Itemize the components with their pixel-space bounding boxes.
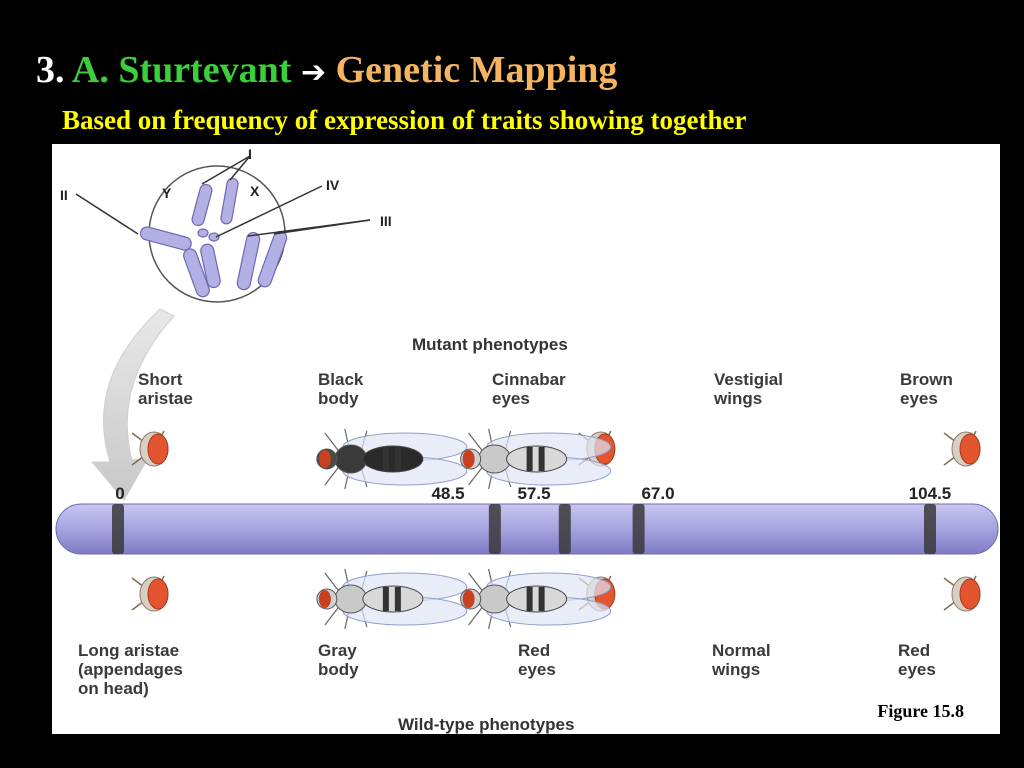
label-chromosome-y: Y (162, 185, 172, 201)
chromosome-iv-a (197, 228, 209, 238)
mutant-label-3: Vestigial wings (714, 370, 783, 408)
wildtype-head-icon-0 (131, 575, 169, 612)
title-topic: Genetic Mapping (335, 49, 618, 91)
chromosome-ii-right (183, 248, 210, 298)
mutant-fly-icon-3 (460, 428, 612, 490)
mutant-label-2: Cinnabar eyes (492, 370, 566, 408)
band-4 (924, 504, 936, 554)
locus-position-2: 57.5 (517, 484, 551, 503)
wildtype-label-3: Normal wings (712, 641, 771, 679)
mutant-label-1: Black body (318, 370, 364, 408)
slide-title: 3. A. Sturtevant ➔ Genetic Mapping (36, 44, 617, 99)
mutant-head-icon-4 (943, 430, 981, 467)
band-0 (112, 504, 124, 554)
chromosome-iv-b (208, 232, 220, 242)
title-number: 3. (36, 49, 65, 91)
wildtype-heading: Wild-type phenotypes (398, 715, 575, 734)
chromosome-iii-left (236, 231, 261, 291)
chromosome-bands (112, 504, 936, 554)
label-chromosome-iii: III (380, 213, 392, 229)
label-chromosome-ii: II (60, 187, 68, 203)
band-1 (488, 504, 501, 554)
mutant-heading: Mutant phenotypes (412, 335, 568, 354)
title-name: Sturtevant (118, 49, 292, 91)
label-chromosome-iv: IV (326, 177, 340, 193)
wildtype-fly-icon-3 (460, 568, 612, 630)
wildtype-label-4: Red eyes (898, 641, 936, 679)
curved-arrow-icon (90, 308, 175, 501)
figure-panel: I II III IV X Y Mutant phenotypes Wild-t… (52, 144, 1000, 734)
mutant-head-icon-0 (131, 430, 169, 467)
mutant-fly-icon-1 (316, 428, 468, 490)
band-2 (558, 504, 571, 554)
karyotype-circle (75, 155, 371, 303)
chromosome-bar (55, 503, 999, 555)
locus-position-3: 67.0 (641, 484, 675, 503)
band-3 (632, 504, 645, 554)
chromosome-y-arm (191, 183, 213, 227)
figure-caption: Figure 15.8 (877, 701, 964, 721)
mutant-label-0: Short aristae (138, 370, 193, 408)
locus-position-0: 0 (115, 484, 125, 503)
wildtype-fly-icon-1 (316, 568, 468, 630)
arrow-icon: ➔ (300, 55, 327, 90)
mutant-label-4: Brown eyes (900, 370, 953, 408)
label-chromosome-i: I (248, 146, 252, 162)
slide-subtitle: Based on frequency of expression of trai… (62, 105, 747, 135)
locus-position-1: 48.5 (431, 484, 465, 503)
wildtype-label-2: Red eyes (518, 641, 556, 679)
figure-graphics (55, 155, 999, 630)
chromosome-ii-left (139, 226, 192, 251)
wildtype-head-icon-4 (943, 575, 981, 612)
wildtype-label-0: Long aristae (appendages on head) (78, 641, 183, 698)
chromosome-ii-right2 (200, 243, 221, 289)
wildtype-label-1: Gray body (318, 641, 359, 679)
phenotype-icons (131, 428, 981, 630)
title-letter: A. (71, 49, 109, 91)
chromosome-x-arm (220, 177, 239, 225)
locus-position-4: 104.5 (908, 484, 952, 503)
label-chromosome-x: X (250, 183, 260, 199)
